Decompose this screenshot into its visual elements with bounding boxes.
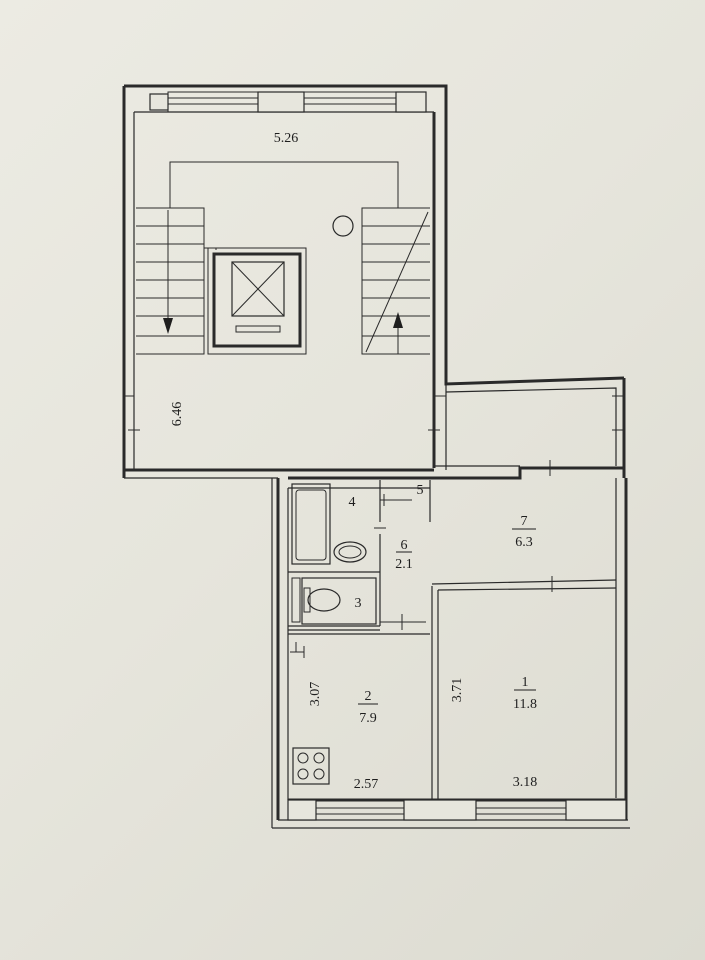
sink-icon <box>333 541 367 563</box>
left-stairs <box>136 207 205 355</box>
room-7-area: 6.3 <box>515 535 533 550</box>
corridor <box>434 378 626 470</box>
stove-icon <box>292 747 330 785</box>
down-arrow-icon <box>163 318 173 334</box>
room-6-number: 6 <box>401 538 408 553</box>
room-1-width: 3.18 <box>513 775 538 790</box>
room-5-number: 5 <box>417 483 424 498</box>
bathtub-icon <box>291 483 331 565</box>
room-2-area: 7.9 <box>359 711 377 726</box>
room-1-number: 1 <box>522 675 529 690</box>
room-2-length: 3.07 <box>308 682 323 707</box>
room-3-number: 3 <box>355 596 362 611</box>
room-2-width: 2.57 <box>354 777 379 792</box>
apartment <box>271 460 630 829</box>
room-7-number: 7 <box>521 514 528 529</box>
room-6-area: 2.1 <box>395 557 413 572</box>
room-1-area: 11.8 <box>513 697 537 712</box>
room-4-number: 4 <box>349 495 356 510</box>
top-window <box>149 91 427 113</box>
bottom-windows <box>287 799 627 821</box>
drain-circle-icon <box>332 215 354 237</box>
stairwell-depth-label: 6.46 <box>170 402 185 427</box>
room-2-number: 2 <box>365 689 372 704</box>
room-1-length: 3.71 <box>450 678 465 703</box>
right-stairs <box>361 207 430 355</box>
up-arrow-icon <box>393 312 403 328</box>
stairwell: 5.26 6.46 <box>122 84 625 479</box>
stairwell-width-label: 5.26 <box>274 131 299 146</box>
toilet-icon <box>291 577 377 625</box>
elevator-shaft <box>204 247 307 355</box>
